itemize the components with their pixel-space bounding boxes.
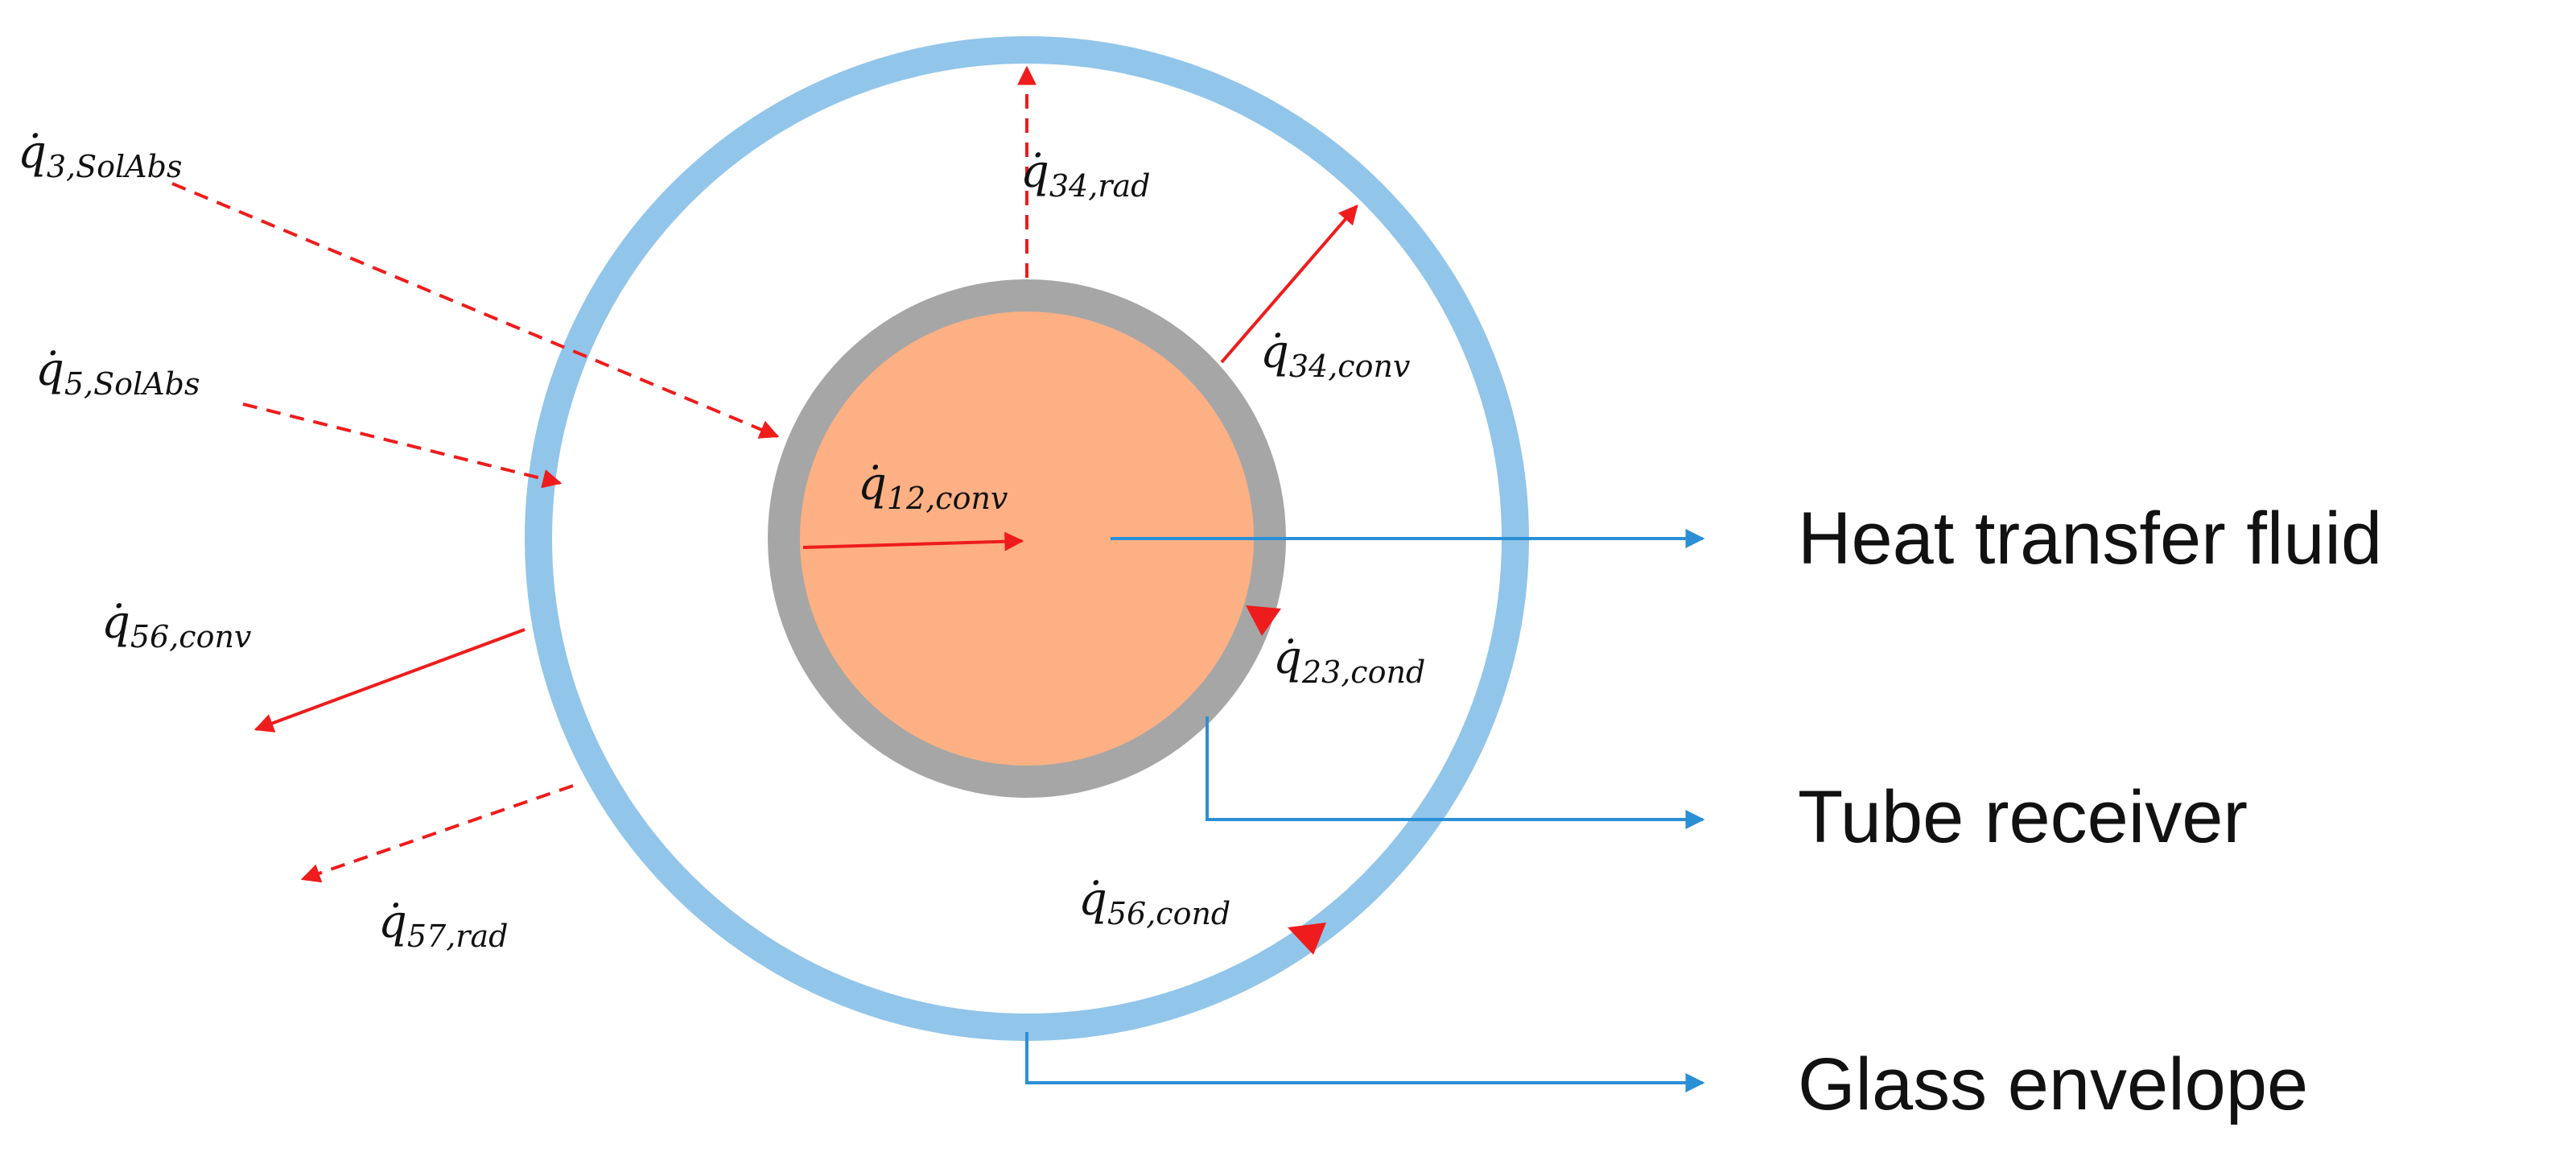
arrow-q56-conv [253, 628, 526, 733]
label-q56-conv: q̇56,conv [101, 597, 252, 654]
arrow-q12-conv [802, 531, 1024, 551]
leader-tube-receiver [1206, 716, 1705, 829]
label-q23-cond: q̇23,cond [1273, 632, 1425, 690]
label-q34-conv: q̇34,conv [1260, 326, 1411, 384]
q56-cond-marker [1288, 923, 1326, 955]
leader-lines [1025, 529, 1705, 1092]
label-q34-rad: q̇34,rad [1020, 146, 1150, 204]
arrow-q5-solabs [242, 403, 563, 489]
leader-glass-envelope [1025, 1032, 1705, 1092]
label-q57-rad: q̇57,rad [378, 896, 508, 954]
label-q5-solabs: q̇5,SolAbs [35, 344, 200, 402]
heat-flow-arrows [171, 65, 1358, 883]
label-heat-transfer-fluid: Heat transfer fluid [1798, 498, 2382, 580]
arrow-q34-conv [1220, 204, 1358, 364]
label-q12-conv: q̇12,conv [858, 458, 1008, 516]
component-labels: Heat transfer fluid Tube receiver Glass … [1798, 498, 2382, 1125]
label-tube-receiver: Tube receiver [1798, 776, 2248, 858]
arrow-q57-rad [300, 784, 574, 883]
arrow-q3-solabs [171, 182, 780, 439]
flux-labels: q̇3,SolAbs q̇5,SolAbs q̇56,conv q̇57,rad… [18, 126, 1425, 954]
heat-transfer-fluid-core [800, 312, 1254, 766]
label-glass-envelope: Glass envelope [1798, 1043, 2308, 1125]
q23-cond-marker [1246, 605, 1281, 636]
label-q56-cond: q̇56,cond [1078, 873, 1230, 931]
label-q3-solabs: q̇3,SolAbs [18, 126, 182, 184]
